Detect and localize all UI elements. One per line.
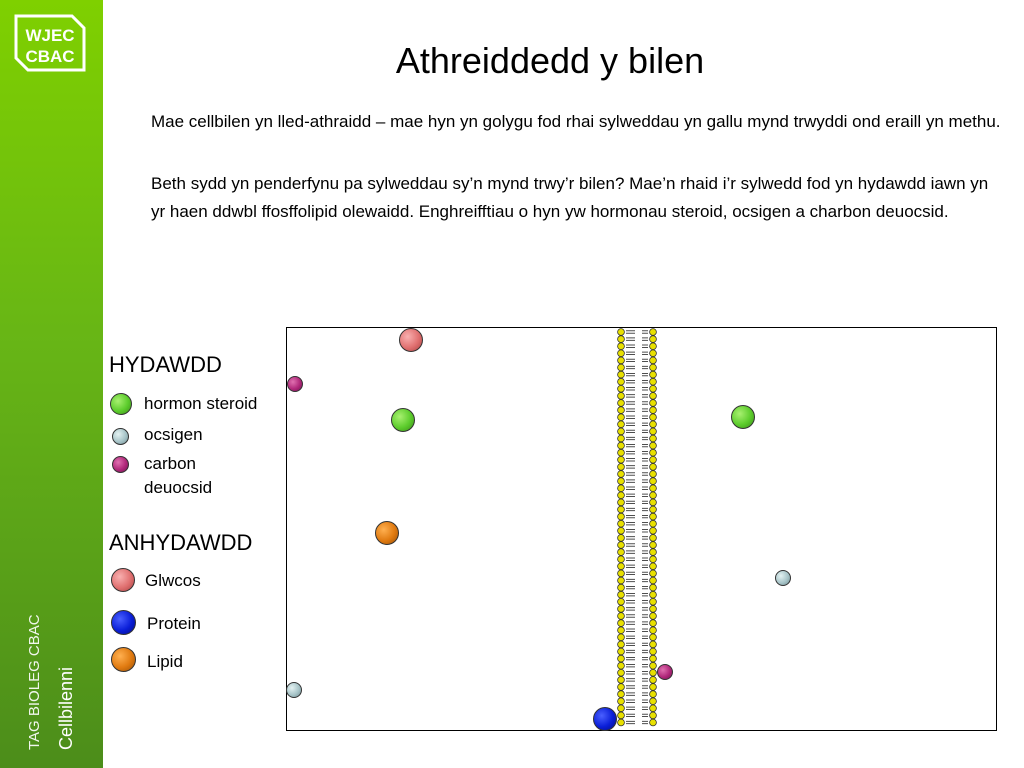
phospholipid — [617, 654, 657, 663]
phospholipid — [617, 498, 657, 507]
legend-label-oxygen: ocsigen — [144, 425, 203, 444]
phospholipid — [617, 534, 657, 542]
oxygen-molecule — [775, 570, 791, 586]
phospholipid — [617, 605, 657, 613]
phospholipid — [617, 384, 657, 393]
logo-text-cbac: CBAC — [25, 47, 74, 66]
phospholipid — [617, 512, 657, 521]
lipid-legend-icon — [111, 647, 136, 672]
phospholipid — [617, 676, 657, 684]
carbon-dioxide-legend-icon — [112, 456, 129, 473]
phospholipid — [617, 626, 657, 635]
steroid-hormone-molecule — [731, 405, 755, 429]
phospholipid — [617, 527, 657, 535]
legend-label-steroid: hormon steroid — [144, 394, 258, 413]
phospholipid — [617, 519, 657, 528]
phospholipid — [617, 548, 657, 556]
legend-label-carbon-dioxide: carbon deuocsid — [144, 454, 213, 497]
phospholipid — [617, 441, 657, 450]
sidebar-caption: TAG BIOLEG CBAC Cellbilenni — [18, 580, 88, 750]
phospholipid — [617, 541, 657, 549]
oxygen-legend-icon — [112, 428, 129, 445]
legend-label-lipid: Lipid — [147, 652, 183, 671]
phospholipid — [617, 456, 657, 464]
course-label: TAG BIOLEG CBAC — [26, 614, 43, 750]
soluble-heading: HYDAWDD — [109, 352, 222, 377]
lipid-molecule — [375, 521, 399, 545]
steroid-hormone-molecule — [391, 408, 415, 432]
wjec-cbac-logo: WJEC CBAC — [14, 14, 86, 72]
phospholipid — [617, 370, 657, 379]
phospholipid — [617, 406, 657, 414]
phospholipid — [617, 704, 657, 713]
phospholipid — [617, 392, 657, 400]
phospholipid — [617, 697, 657, 706]
phospholipid — [617, 640, 657, 649]
phospholipid — [617, 349, 657, 358]
phospholipid — [617, 434, 657, 443]
logo-text-wjec: WJEC — [25, 26, 74, 45]
phospholipid — [617, 590, 657, 599]
phospholipid — [617, 576, 657, 585]
phospholipid — [617, 335, 657, 343]
phospholipid — [617, 420, 657, 429]
phospholipid — [617, 328, 657, 336]
phospholipid — [617, 555, 657, 564]
phospholipid — [617, 477, 657, 485]
phospholipid — [617, 583, 657, 592]
paragraph-2: Beth sydd yn penderfynu pa sylweddau sy’… — [151, 174, 989, 221]
phospholipid — [617, 448, 657, 457]
slide-title: Athreiddedd y bilen — [395, 40, 705, 81]
phospholipid — [617, 413, 657, 421]
phospholipid — [617, 363, 657, 372]
phospholipid — [617, 683, 657, 691]
insoluble-heading: ANHYDAWDD — [109, 530, 253, 555]
protein-legend-icon — [111, 610, 136, 635]
paragraph-1: Mae cellbilen yn lled-athraidd – mae hyn… — [151, 112, 1001, 131]
legend-label-protein: Protein — [147, 614, 201, 633]
phospholipid — [617, 427, 657, 436]
phospholipid — [617, 342, 657, 351]
glucose-legend-icon — [111, 568, 135, 592]
phospholipid — [617, 661, 657, 670]
topic-label: Cellbilenni — [56, 666, 76, 750]
phospholipid-bilayer — [617, 328, 657, 727]
phospholipid — [617, 470, 657, 478]
phospholipid — [617, 718, 657, 727]
phospholipid — [617, 356, 657, 365]
phospholipid — [617, 619, 657, 627]
phospholipid — [617, 597, 657, 606]
glucose-molecule — [399, 328, 423, 352]
phospholipid — [617, 505, 657, 514]
legend-label-glucose: Glwcos — [145, 571, 201, 590]
membrane-diagram-box — [286, 327, 997, 731]
phospholipid — [617, 668, 657, 677]
phospholipid — [617, 633, 657, 642]
phospholipid — [617, 711, 657, 720]
carbon-dioxide-molecule — [657, 664, 673, 680]
phospholipid — [617, 562, 657, 571]
phospholipid — [617, 377, 657, 386]
phospholipid — [617, 612, 657, 620]
phospholipid — [617, 647, 657, 656]
phospholipid — [617, 569, 657, 578]
phospholipid — [617, 399, 657, 407]
steroid-hormone-legend-icon — [110, 393, 132, 415]
sidebar: WJEC CBAC TAG BIOLEG CBAC Cellbilenni — [0, 0, 103, 768]
phospholipid — [617, 690, 657, 698]
phospholipid — [617, 491, 657, 500]
oxygen-molecule — [286, 682, 302, 698]
phospholipid — [617, 463, 657, 471]
carbon-dioxide-molecule — [287, 376, 303, 392]
protein-molecule — [593, 707, 617, 731]
phospholipid — [617, 484, 657, 493]
